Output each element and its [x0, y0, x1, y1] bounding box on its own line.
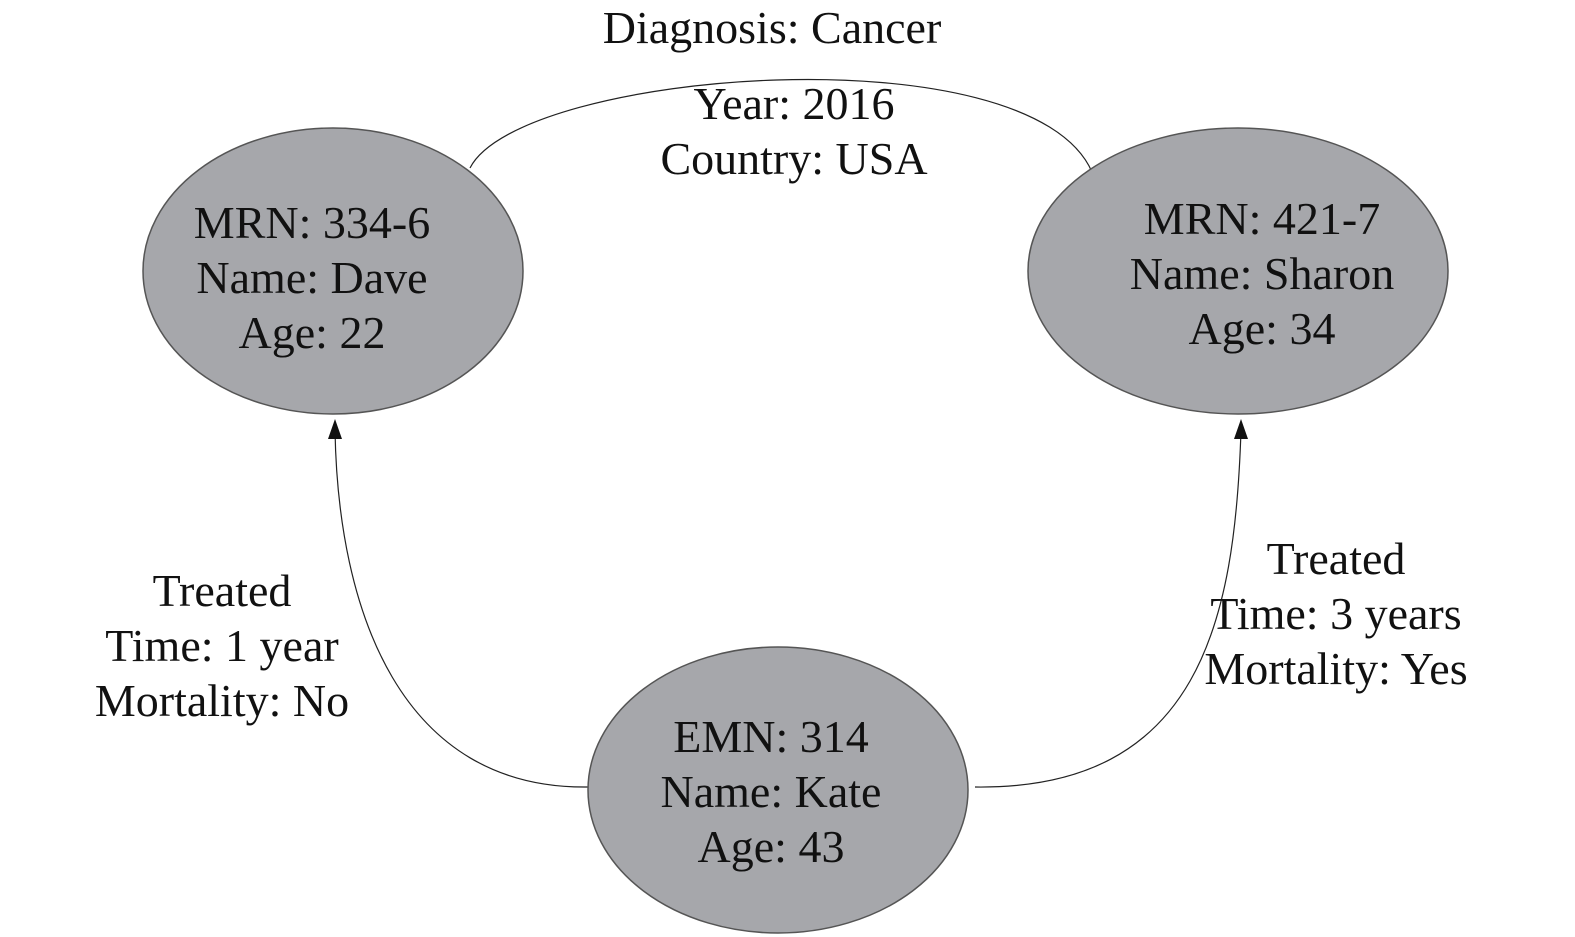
node-sharon-mrn: MRN: 421-7 — [1144, 193, 1380, 244]
edge-label-diagnosis: Diagnosis: Cancer Year: 2016 Country: US… — [603, 2, 942, 184]
node-sharon-name: Name: Sharon — [1130, 248, 1394, 299]
edge-label-treated-sharon-line1: Treated — [1267, 533, 1406, 584]
edge-treated-dave — [334, 429, 590, 788]
node-dave: MRN: 334-6 Name: Dave Age: 22 — [142, 127, 524, 415]
node-dave-name: Name: Dave — [196, 252, 427, 303]
node-kate-emn: EMN: 314 — [673, 711, 869, 762]
node-kate: EMN: 314 Name: Kate Age: 43 — [587, 646, 969, 934]
node-dave-mrn: MRN: 334-6 — [194, 197, 430, 248]
node-kate-age: Age: 43 — [698, 821, 845, 872]
edge-label-treated-sharon-line2: Time: 3 years — [1210, 588, 1461, 639]
edge-label-treated-sharon: Treated Time: 3 years Mortality: Yes — [1204, 533, 1467, 694]
node-kate-name: Name: Kate — [661, 766, 882, 817]
node-kate-ellipse — [587, 646, 969, 934]
edge-label-diagnosis-line3: Country: USA — [660, 133, 927, 184]
node-dave-age: Age: 22 — [239, 307, 386, 358]
node-sharon-ellipse — [1027, 127, 1449, 415]
edge-label-treated-dave-line3: Mortality: No — [95, 675, 349, 726]
edge-label-treated-sharon-line3: Mortality: Yes — [1204, 643, 1467, 694]
edge-treated-sharon — [974, 429, 1242, 788]
node-sharon: MRN: 421-7 Name: Sharon Age: 34 — [1027, 127, 1449, 415]
edge-diagnosis — [469, 78, 1093, 173]
edge-label-treated-dave: Treated Time: 1 year Mortality: No — [95, 565, 349, 726]
node-sharon-age: Age: 34 — [1189, 303, 1336, 354]
arrowhead-dave — [328, 419, 342, 439]
edge-label-treated-dave-line2: Time: 1 year — [105, 620, 338, 671]
arrowhead-sharon — [1234, 419, 1248, 439]
edge-label-diagnosis-line1: Diagnosis: Cancer — [603, 2, 942, 53]
edge-label-diagnosis-line2: Year: 2016 — [693, 78, 894, 129]
edge-label-treated-dave-line1: Treated — [153, 565, 292, 616]
node-dave-ellipse — [142, 127, 524, 415]
